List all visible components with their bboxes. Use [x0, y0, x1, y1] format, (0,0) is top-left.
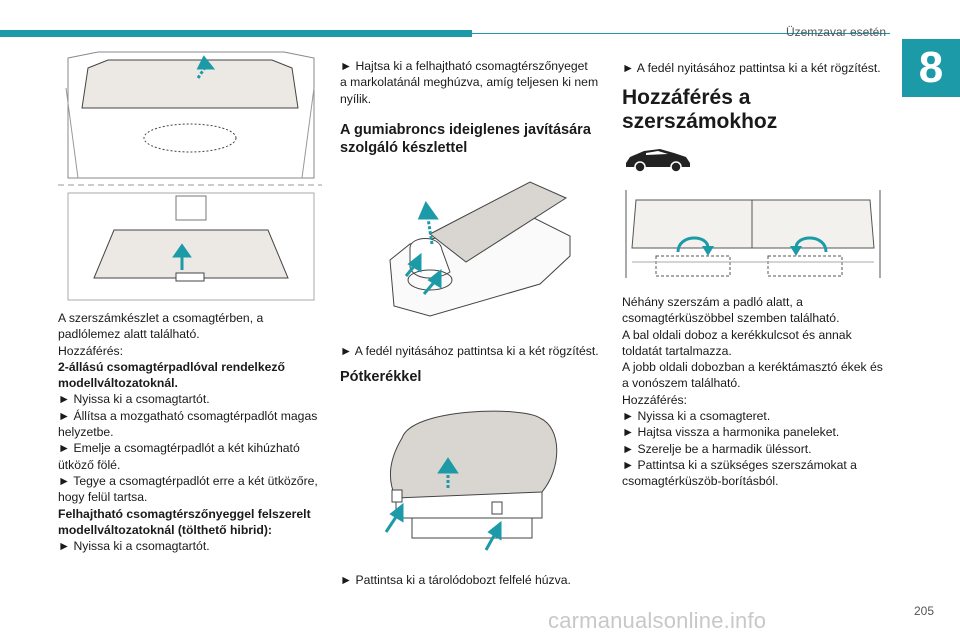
column-3-text: Néhány szerszám a padló alatt, a csomagt… [622, 295, 883, 489]
paragraph: padlólemez alatt található. [58, 327, 200, 342]
subheading: modellváltozatoknál (tölthető hibrid): [58, 522, 272, 537]
column-1: A szerszámkészlet a csomagtérben, a padl… [58, 310, 326, 554]
subheading: modellváltozatoknál. [58, 376, 178, 391]
column-2-step1: ► A fedél nyitásához pattintsa ki a két … [340, 344, 599, 358]
header-rule [472, 33, 890, 34]
step: nyílik. [340, 91, 372, 106]
chapter-number: 8 [902, 39, 960, 97]
header-accent-bar [0, 30, 472, 37]
spare-wheel-figure [384, 410, 558, 551]
step: helyzetbe. [58, 425, 114, 440]
step: ► Állítsa a mozgatható csomagtérpadlót m… [58, 408, 318, 423]
watermark: carmanualsonline.info [548, 608, 767, 633]
paragraph: A szerszámkészlet a csomagtérben, a [58, 311, 264, 325]
step: ► Nyissa ki a csomagtartót. [58, 392, 210, 407]
repair-kit-figure [389, 181, 571, 317]
column-3-top: ► A fedél nyitásához pattintsa ki a két … [622, 61, 881, 75]
subheading: Felhajtható csomagtérszőnyeggel felszere… [58, 506, 311, 521]
page-number: 205 [913, 604, 934, 618]
car-silhouette-icon [626, 149, 690, 173]
heading-repair-kit: A gumiabroncs ideiglenes javítására szol… [340, 122, 591, 156]
column-2-top: ► Hajtsa ki a felhajtható csomagtérszőny… [340, 58, 608, 107]
trunk-floor-figure [58, 51, 322, 301]
paragraph: Hozzáférés: [58, 343, 124, 358]
heading-spare-wheel: Pótkerékkel [340, 369, 422, 385]
step: ütköző fölé. [58, 457, 121, 472]
step: hogy felül tartsa. [58, 490, 148, 505]
step: ► Hajtsa ki a felhajtható csomagtérszőny… [340, 59, 588, 73]
heading-tools-access: Hozzáférés a szerszámokhoz [622, 86, 778, 133]
section-title: Üzemzavar esetén [785, 25, 886, 39]
step: ► Nyissa ki a csomagtartót. [58, 539, 210, 554]
step: a markolatánál meghúzva, amíg teljesen k… [340, 75, 599, 90]
subheading: 2-állású csomagtérpadlóval rendelkező [58, 359, 285, 374]
step: ► Tegye a csomagtérpadlót erre a két ütk… [58, 473, 318, 488]
step: ► Emelje a csomagtérpadlót a két kihúzha… [58, 441, 300, 456]
column-2-step2: ► Pattintsa ki a tárolódobozt felfelé hú… [340, 573, 571, 587]
trunk-tools-figure [625, 190, 881, 278]
